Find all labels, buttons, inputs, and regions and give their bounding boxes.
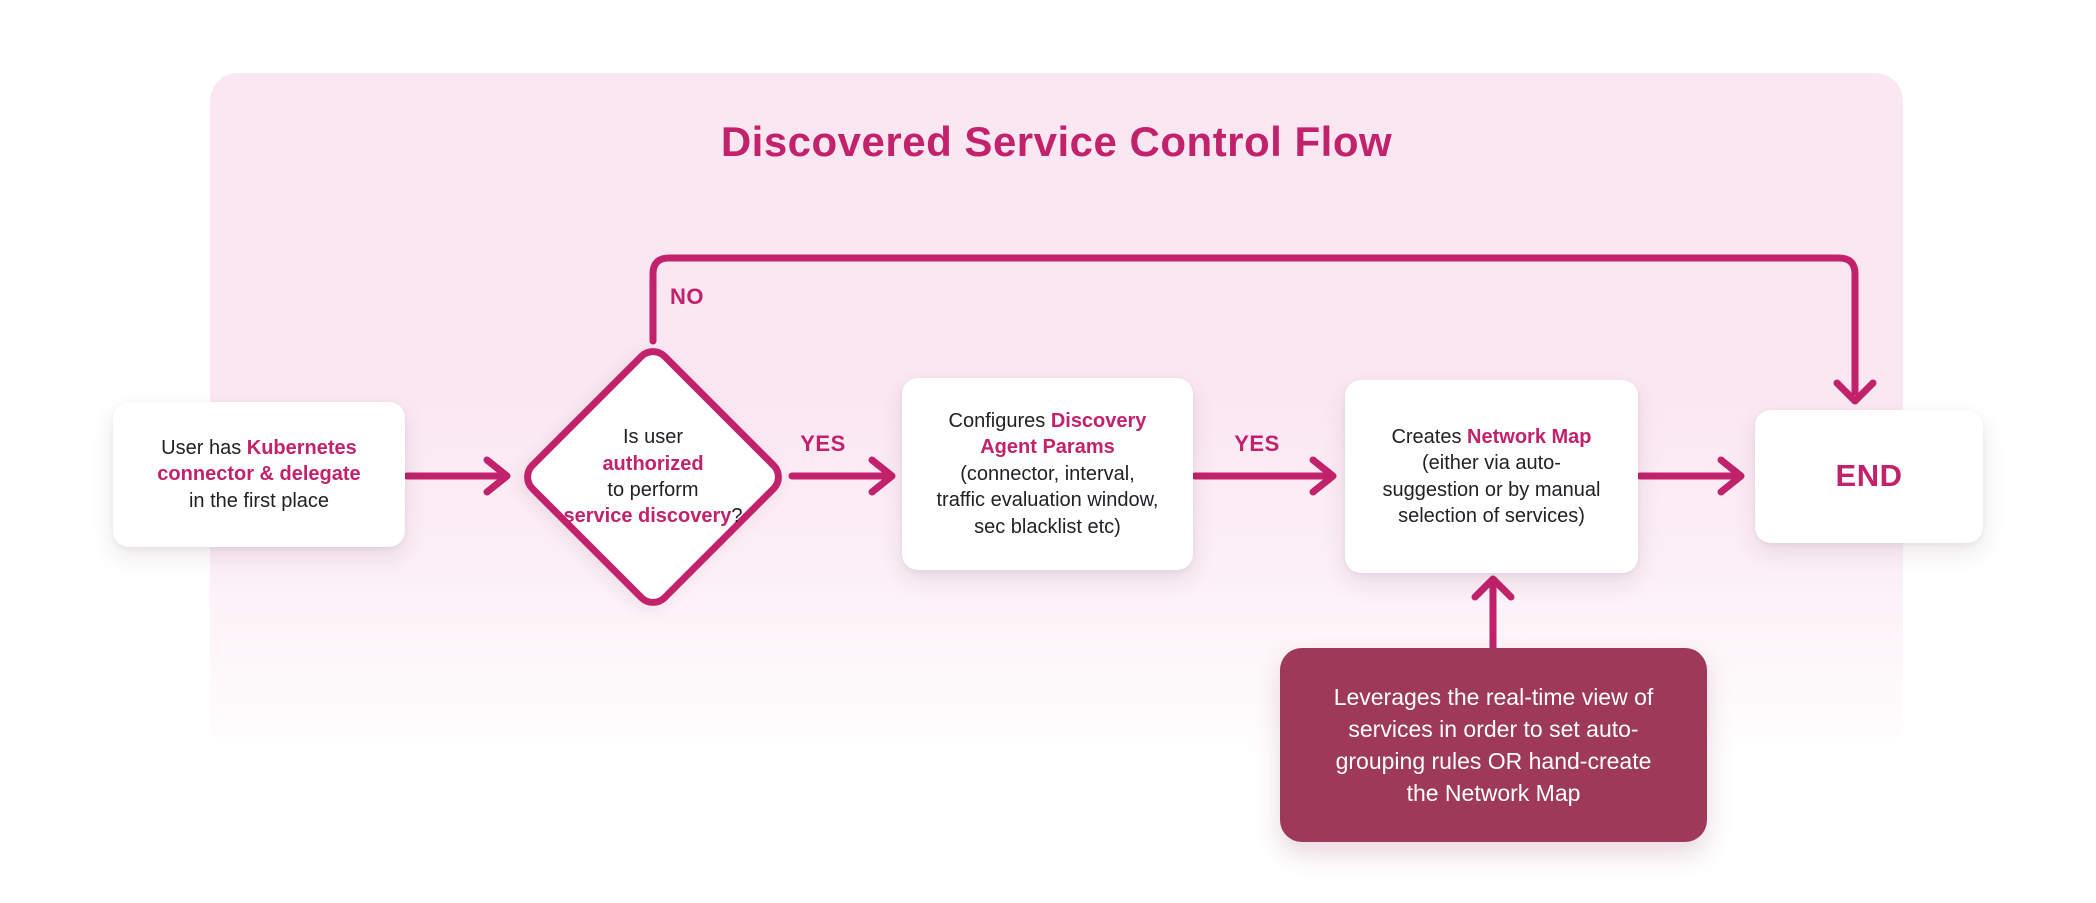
node-create-text: Creates Network Map(either via auto-sugg…	[1382, 425, 1601, 527]
edge-label-no: NO	[670, 284, 704, 309]
edge-label-yes-1: YES	[800, 431, 846, 456]
node-create-network-map: Creates Network Map(either via auto-sugg…	[1345, 380, 1638, 573]
edge-label-yes-2: YES	[1234, 431, 1280, 456]
node-end-label: END	[1835, 458, 1903, 494]
diagram-title: Discovered Service Control Flow	[720, 118, 1393, 165]
node-end: END	[1755, 410, 1983, 543]
